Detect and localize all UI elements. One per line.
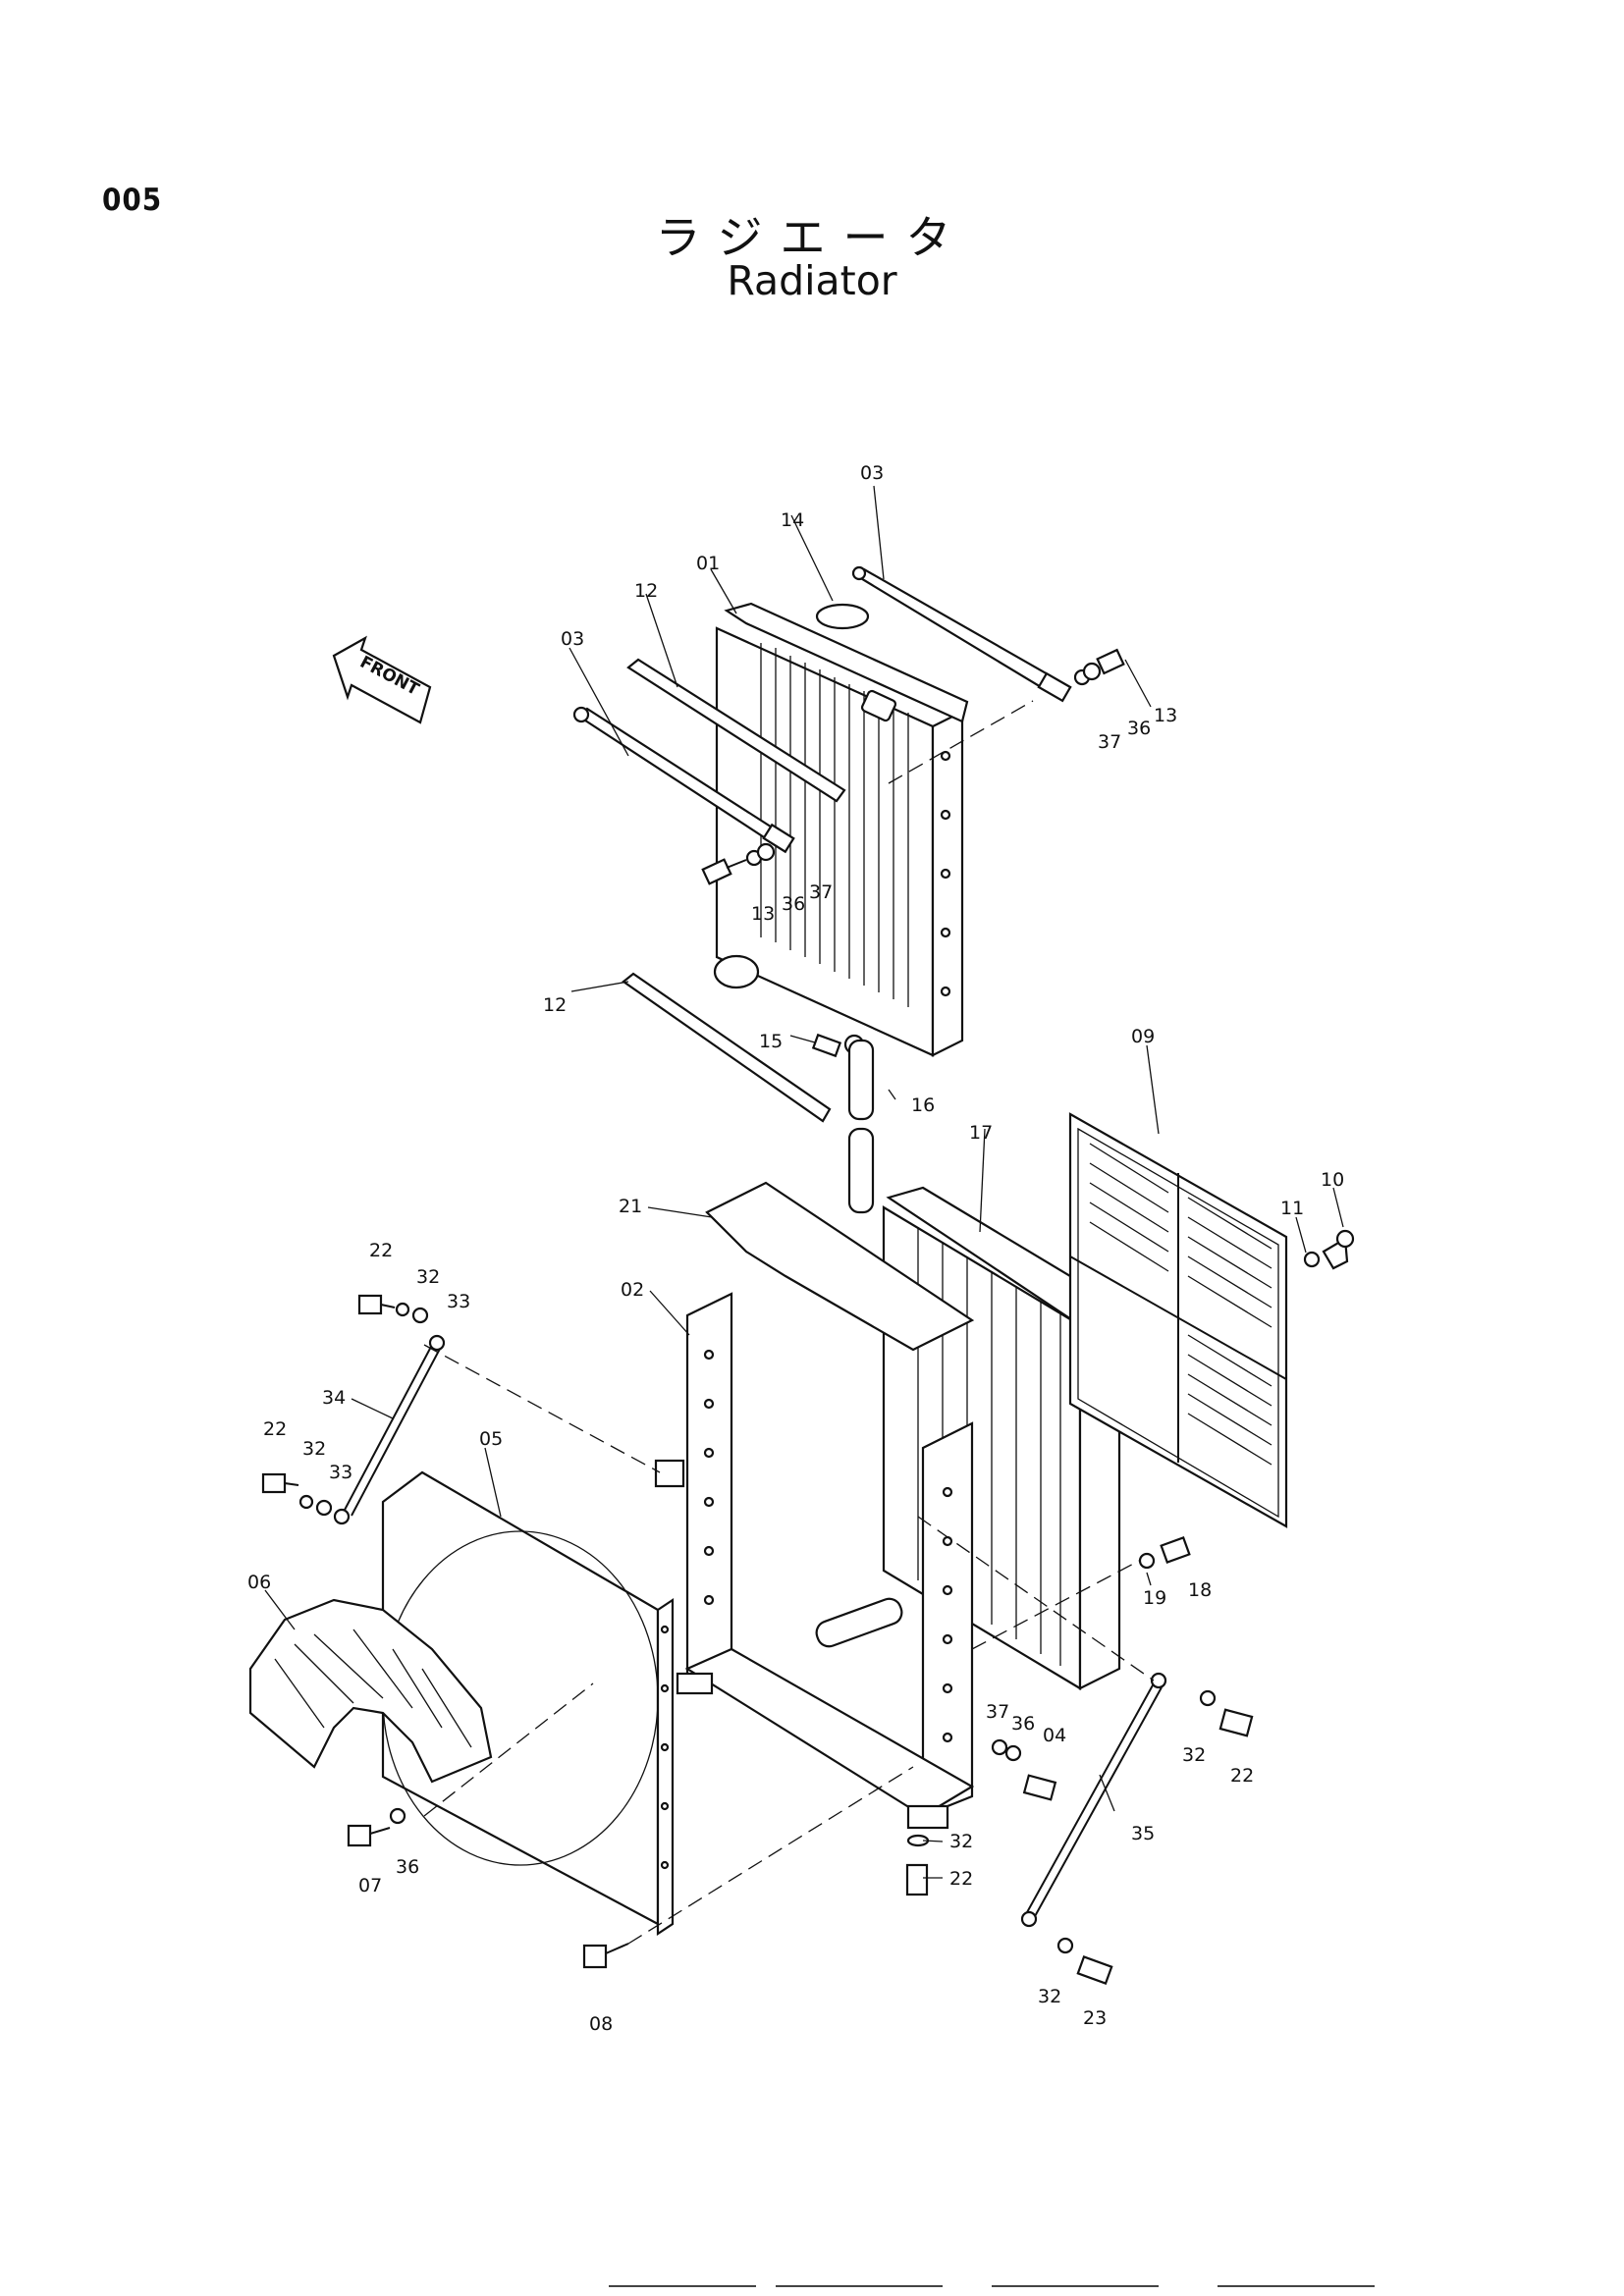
footer-rule [776, 2285, 943, 2287]
bolt-23-part [1056, 1937, 1113, 1985]
callout-33-upper: 33 [447, 1291, 470, 1312]
callout-22-right: 22 [1230, 1765, 1254, 1787]
callout-32-right: 32 [1182, 1744, 1206, 1766]
callout-07: 07 [358, 1875, 382, 1896]
callout-18: 18 [1188, 1579, 1212, 1601]
callout-03-top: 03 [860, 462, 884, 484]
callout-05: 05 [479, 1428, 503, 1450]
callout-22-upper: 22 [369, 1240, 393, 1261]
callout-36-left: 36 [782, 893, 805, 915]
footer-rule [609, 2285, 756, 2287]
bolt-22-bottom-part [905, 1834, 930, 1896]
callout-12-lower: 12 [543, 994, 567, 1016]
stay-rod-left-part [572, 706, 795, 854]
callout-35: 35 [1131, 1823, 1155, 1844]
assembly-line [917, 1516, 1155, 1682]
assembly-line [423, 1344, 661, 1473]
assembly-line [971, 1560, 1140, 1650]
callout-37-upper: 37 [1098, 731, 1121, 753]
callout-12-upper: 12 [634, 580, 658, 602]
callout-01: 01 [696, 553, 720, 574]
wing-bolt-part [1303, 1229, 1355, 1270]
mesh-pattern-icon [1089, 1143, 1272, 1466]
callout-14: 14 [781, 509, 804, 531]
callout-13-left: 13 [751, 903, 775, 925]
callout-02: 02 [621, 1279, 644, 1301]
callout-19: 19 [1143, 1587, 1166, 1609]
bolt-04-part [991, 1738, 1057, 1801]
radiator-core-part [713, 602, 969, 1057]
front-arrow-icon: FRONT [332, 635, 432, 724]
callout-34: 34 [322, 1387, 346, 1409]
screen-net-part [1068, 1112, 1288, 1528]
callout-17: 17 [969, 1122, 993, 1144]
callout-32-upper: 32 [416, 1266, 440, 1288]
bolt-22-left-part [261, 1472, 333, 1517]
bolt-13-upper-part [1073, 648, 1125, 686]
title-japanese: ラジエータ [655, 211, 969, 264]
bolt-07-part [347, 1807, 406, 1847]
seal-strip-lower-part [622, 972, 832, 1123]
callout-03-left: 03 [561, 628, 584, 650]
hose-part [847, 1039, 875, 1214]
assembly-line [627, 1766, 914, 1945]
footer-rule [1218, 2285, 1375, 2287]
cover-plate-part [705, 1181, 975, 1352]
callout-36-lower: 36 [396, 1856, 419, 1878]
callout-10: 10 [1321, 1169, 1344, 1191]
callout-15: 15 [759, 1031, 783, 1052]
radiator-cap-part [815, 603, 870, 630]
bolt-22-upper-part [357, 1294, 429, 1324]
page-code: 005 [102, 183, 163, 218]
callout-22-bottom: 22 [949, 1868, 973, 1890]
callout-37-left: 37 [809, 881, 833, 903]
title-english: Radiator [727, 257, 897, 304]
callout-09: 09 [1131, 1026, 1155, 1047]
fan-guard-part [248, 1598, 493, 1784]
callout-36-upper: 36 [1127, 718, 1151, 739]
footer-rule [992, 2285, 1159, 2287]
callout-13-upper: 13 [1154, 705, 1177, 726]
callout-32-left: 32 [302, 1438, 326, 1460]
callout-33-left: 33 [329, 1462, 352, 1483]
callout-21: 21 [619, 1196, 642, 1217]
bolt-22-right-part [1199, 1689, 1254, 1737]
bolt-08-part [582, 1943, 629, 1969]
callout-04: 04 [1043, 1725, 1066, 1746]
callout-37-bottom: 37 [986, 1701, 1009, 1723]
support-frame-part [654, 1292, 975, 1830]
stay-rod-35-part [1020, 1672, 1167, 1928]
bolt-13-left-part [701, 842, 776, 885]
callout-16: 16 [911, 1095, 935, 1116]
seal-strip-upper-part [626, 658, 846, 803]
callout-32-bottom: 32 [949, 1831, 973, 1852]
assembly-line [888, 700, 1034, 784]
callout-22-left: 22 [263, 1418, 287, 1440]
callout-06: 06 [247, 1572, 271, 1593]
callout-08: 08 [589, 2013, 613, 2035]
fan-shroud-part [381, 1470, 675, 1937]
callout-11: 11 [1280, 1198, 1304, 1219]
leader-lines [264, 485, 1344, 1879]
stay-rod-34-part [333, 1334, 446, 1525]
callout-36-bottom: 36 [1011, 1713, 1035, 1735]
callout-32-lower-right: 32 [1038, 1986, 1061, 2007]
assembly-line [423, 1682, 594, 1817]
bolt-18-part [1138, 1536, 1191, 1570]
stay-rod-upper-part [851, 565, 1072, 703]
callout-23: 23 [1083, 2007, 1107, 2029]
